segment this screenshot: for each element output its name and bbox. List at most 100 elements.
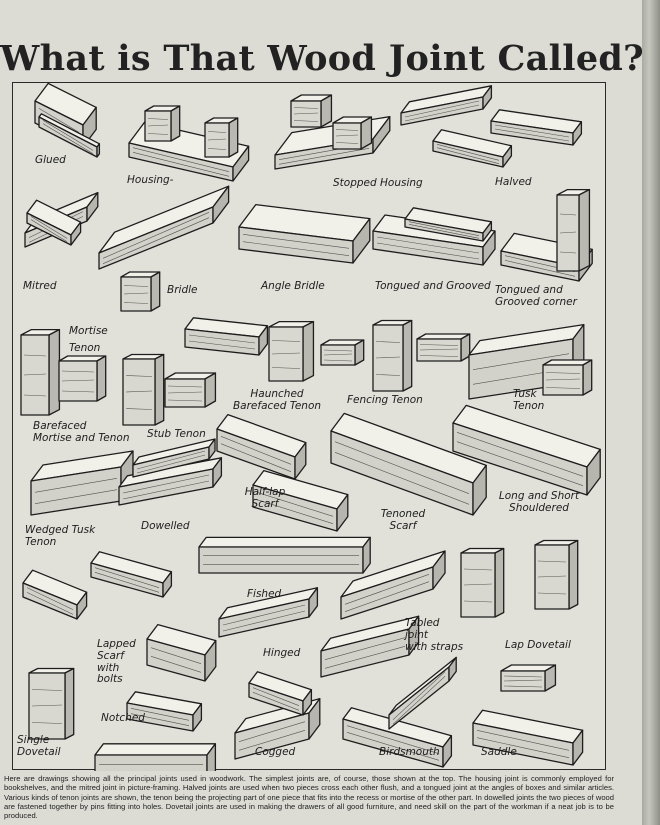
lapped-scarf-block-end (204, 639, 217, 682)
tongued-grooved-b-grain (408, 224, 480, 239)
stub-tenon-post-side (154, 353, 165, 426)
birdsmouth-rafter-grain (392, 676, 446, 725)
lapped-scarf-left-end (76, 591, 88, 620)
fencing-left-grain (323, 353, 353, 356)
birdsmouth-rafter-grain (392, 671, 446, 720)
mitred-bar-b-grain (30, 219, 68, 242)
stopped-housing-top-grain (293, 112, 319, 115)
label-tenon: Tenon (69, 342, 101, 354)
joint-illustrations (20, 83, 601, 771)
halved-bar-a-end (482, 85, 493, 110)
label-glued: Glued (35, 154, 66, 166)
lapped-scarf-block-grain (150, 656, 202, 673)
label-saddle: Saddle (481, 746, 517, 758)
cogged-bottom-grain (238, 721, 306, 742)
tongued-grooved-a-grain (376, 236, 480, 254)
label-barefaced-mortise-tenon: Barefaced Mortise and Tenon (33, 420, 130, 444)
barefaced-mortise-post-grain (23, 394, 47, 397)
single-dovetail-post-grain (31, 704, 63, 707)
fencing-right-grain (419, 344, 459, 346)
half-lap-a-grain (220, 443, 292, 472)
halved-bar-b-grain (494, 124, 570, 138)
page-caption: Here are drawings showing all the princi… (4, 774, 614, 821)
stub-tenon-post-grain (125, 390, 153, 393)
mitred-bar-a-end (86, 191, 99, 222)
stopped-housing-top-grain (293, 120, 319, 122)
lapped-scarf-left-grain (26, 587, 74, 610)
illustration-panel: Glued Housing- Stopped Housing Halved Mi… (12, 82, 606, 771)
label-haunched-barefaced-tenon: Haunched Barefaced Tenon (232, 388, 322, 412)
barefaced-tenon-rail-grain (61, 379, 95, 382)
notched-bottom-end (206, 743, 217, 771)
fencing-post-side (402, 319, 413, 392)
corner-upright-grain (559, 213, 577, 216)
stub-tenon-post-grain (125, 408, 153, 410)
hinged-bar-grain (222, 610, 306, 632)
saddle-base-grain (476, 730, 570, 751)
cogged-top-grain (252, 687, 300, 706)
lapped-scarf-block-grain (150, 647, 202, 664)
housing-upright-a-grain (147, 133, 169, 135)
bridle-bar-grain (102, 212, 210, 259)
long-short-bar-end (586, 448, 601, 496)
lapped-scarf-left-grain (26, 592, 74, 615)
notched-top-grain (130, 713, 190, 726)
label-tongued-grooved: Tongued and Grooved (375, 280, 491, 292)
label-mortise: Mortise (69, 325, 108, 337)
halved-bar-b-end (572, 121, 583, 146)
label-tusk-tenon: Tusk Tenon (513, 388, 545, 412)
label-fished: Fished (247, 588, 282, 600)
fencing-right-grain (419, 348, 459, 351)
angle-bridle-bar-grain (242, 241, 350, 256)
dowel-rail-a-grain (122, 480, 210, 500)
tongued-grooved-a-end (482, 230, 496, 266)
lap-dovetail-a-grain (463, 600, 493, 603)
tabled-lower-grain (324, 646, 406, 669)
label-long-short-shouldered: Long and Short Shouldered (498, 490, 580, 514)
glued-board-b-grain (42, 123, 94, 154)
barefaced-tenon-rail-grain (61, 390, 95, 393)
label-bridle: Bridle (167, 284, 198, 296)
glued-board-b-end (96, 143, 101, 158)
tenoned-scarf-bar-grain (334, 441, 470, 494)
housing-base-grain (132, 147, 230, 172)
half-lap-b-grain (256, 492, 334, 517)
cogged-bottom-end (308, 697, 321, 740)
stopped-housing-upright-grain (335, 134, 359, 137)
corner-base-grain (504, 260, 576, 277)
stopped-housing-upright-grain (335, 129, 359, 131)
fished-bar-end (362, 536, 371, 574)
cogged-top-end (302, 689, 313, 716)
label-mitred: Mitred (23, 280, 57, 292)
lap-dovetail-b-grain (537, 592, 567, 595)
stub-tenon-rail-grain (167, 385, 203, 388)
tusk-rail-grain (545, 372, 581, 374)
label-halved: Halved (495, 176, 532, 188)
lap-dovetail-a-side (494, 547, 505, 618)
label-tabled-joint-straps: Tabled joint with straps (405, 617, 464, 653)
haunched-post-grain (271, 367, 301, 369)
haunched-post-grain (271, 352, 301, 355)
haunched-rail-end (258, 325, 269, 356)
haunched-post-grain (271, 340, 301, 342)
lap-dovetail-a-grain (463, 583, 493, 586)
label-fencing-tenon: Fencing Tenon (347, 394, 423, 406)
cogged-top-grain (252, 692, 300, 711)
tusk-rail-grain (545, 387, 581, 389)
angle-bridle-bar-grain (242, 234, 350, 249)
bridle-bar-grain (102, 217, 210, 264)
halved-bar-a-grain (404, 104, 480, 122)
barefaced-tenon-rail-side (96, 355, 107, 402)
label-wedged-tusk-tenon: Wedged Tusk Tenon (25, 524, 96, 548)
halved-bar-c-grain (436, 144, 500, 161)
half-lap-b-grain (256, 499, 334, 524)
bridle-upright-side (150, 271, 161, 312)
mitred-bar-b-end (70, 221, 82, 246)
label-stopped-housing: Stopped Housing (333, 177, 423, 189)
wedged-beam-grain (34, 478, 118, 493)
housing-upright-a-grain (147, 118, 169, 120)
tenoned-scarf-bar-grain (334, 452, 470, 505)
corner-upright-side (578, 188, 591, 272)
fencing-left-grain (323, 349, 353, 352)
haunched-rail-grain (188, 334, 256, 344)
